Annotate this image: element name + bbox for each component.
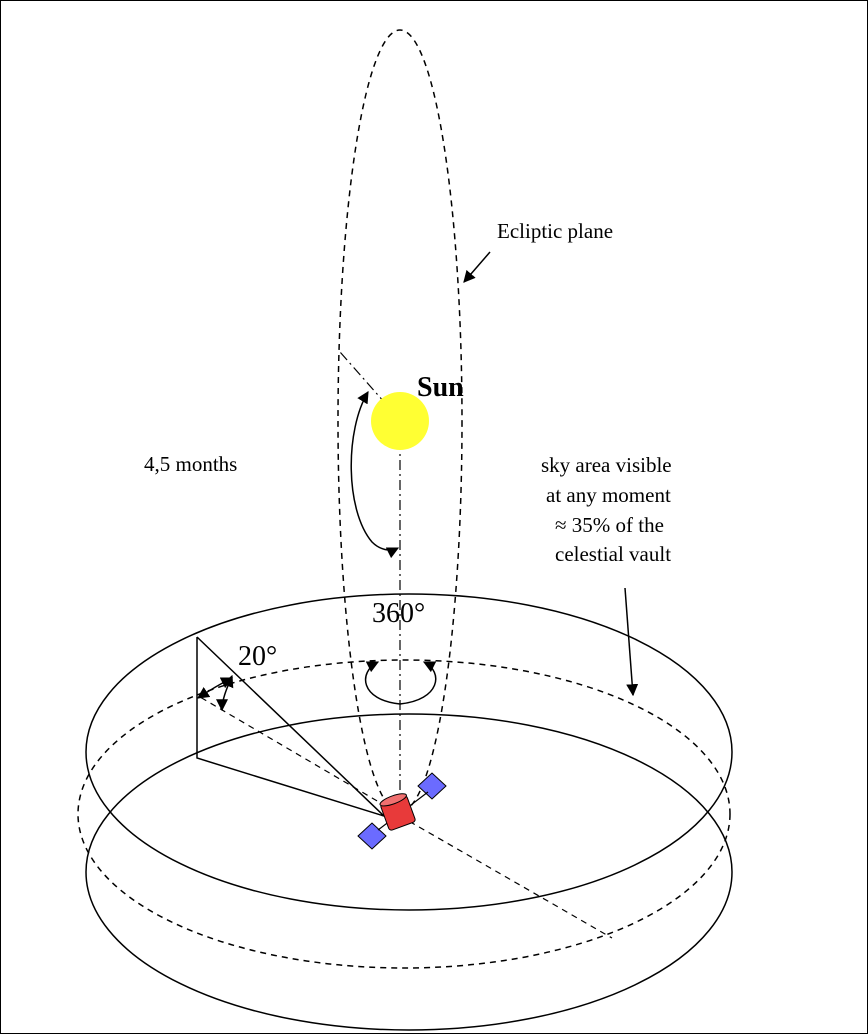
visible-sky-pointer	[624, 587, 639, 697]
visible-sky-label-line1: sky area visible	[541, 453, 672, 477]
visible-sky-label-line3: ≈ 35% of the	[555, 513, 664, 537]
visible-sky-ellipse	[77, 659, 731, 969]
satellite	[357, 772, 447, 850]
field-triangle	[196, 636, 385, 817]
angle-arrow-inner	[216, 674, 234, 712]
visible-sky-label-line4: celestial vault	[555, 542, 671, 566]
satellite-body	[379, 793, 416, 831]
visible-sky-label-line2: at any moment	[546, 483, 671, 507]
ecliptic-plane-ellipse	[337, 29, 463, 813]
angle-label: 20°	[238, 641, 277, 672]
pointing-dashed-line	[199, 696, 397, 813]
months-label: 4,5 months	[144, 452, 237, 476]
anti-sun-dashed-line	[399, 815, 613, 939]
solar-panel-upper	[417, 772, 447, 800]
ecliptic-plane-label: Ecliptic plane	[497, 219, 613, 243]
lower-ellipse	[85, 713, 733, 1031]
ecliptic-pointer	[463, 251, 491, 283]
sun-label: Sun	[417, 372, 464, 403]
rotation-arrow	[364, 661, 437, 705]
months-arc-arrow	[350, 390, 400, 559]
rotation-label: 360°	[372, 598, 425, 629]
upper-ellipse	[85, 593, 733, 911]
